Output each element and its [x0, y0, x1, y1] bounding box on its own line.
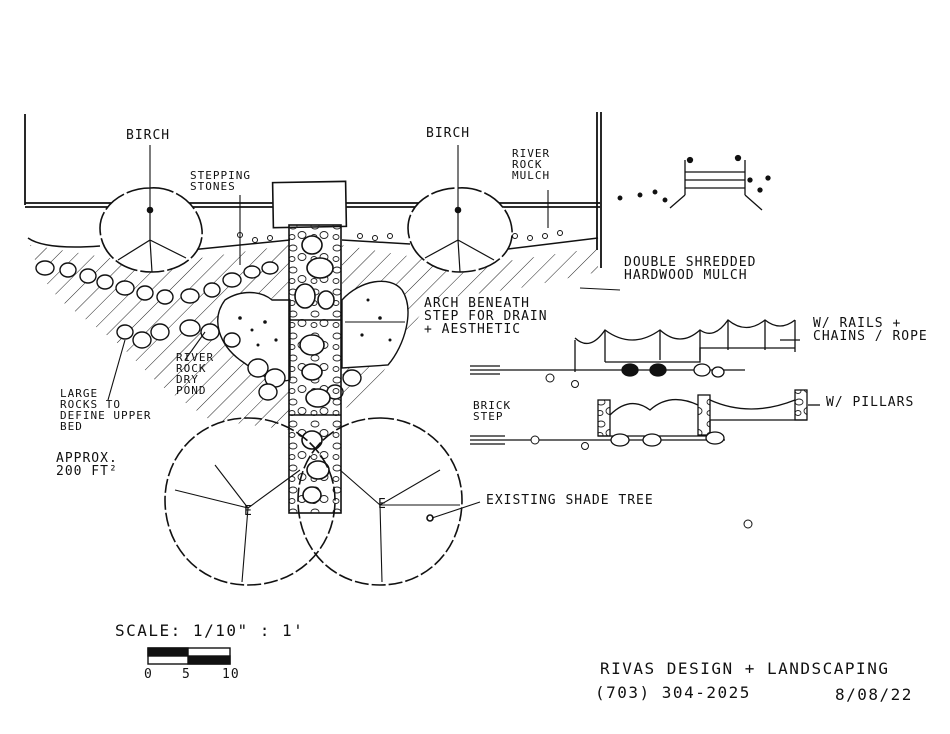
label-line: Chains / Rope — [813, 329, 928, 344]
label-line: Arch Beneath — [424, 296, 530, 311]
label-line: Bed — [60, 420, 83, 433]
label-line: Rocks to — [60, 398, 121, 411]
arch-dry-pond — [341, 280, 409, 369]
scale-bar-graphic — [147, 647, 231, 665]
label-river-rock-dry-pond: River Rock Dry Pond — [176, 352, 214, 396]
label-approx-area: Approx. 200 ft² — [56, 452, 118, 478]
scale-tick-0: 0 — [144, 667, 153, 682]
label-with-pillars: W/ Pillars — [826, 395, 915, 410]
double-shredded-mulch-bed-right — [342, 245, 598, 410]
existing-shade-tree-left — [164, 417, 336, 586]
step-detail-sketch — [617, 154, 771, 211]
birch-tree-right — [407, 187, 513, 273]
label-birch-left: Birch — [126, 128, 171, 143]
title-date: 8/08/22 — [835, 685, 913, 704]
stepping-stone-walkway — [271, 180, 348, 514]
elevation-pillars — [470, 389, 820, 447]
label-large-rocks: Large Rocks to Define Upper Bed — [60, 388, 151, 432]
label-line: Approx. — [56, 451, 118, 466]
label-line: Define Upper — [60, 409, 152, 422]
label-line: Dry — [176, 373, 199, 386]
label-line: + Aesthetic — [424, 322, 522, 337]
label-river-rock-mulch: River Rock Mulch — [512, 148, 550, 181]
label-double-shredded-mulch: Double Shredded Hardwood Mulch — [624, 256, 756, 282]
tree-mark-left: E — [244, 504, 253, 519]
label-line: 200 ft² — [56, 464, 118, 479]
label-arch-beneath: Arch Beneath Step for Drain + Aesthetic — [424, 297, 548, 336]
birch-tree-left — [99, 187, 203, 273]
scale-tick-5: 5 — [182, 667, 191, 682]
scale-text: Scale: 1/10" : 1' — [115, 621, 305, 640]
label-line: River — [176, 351, 215, 364]
label-line: Pond — [176, 384, 207, 397]
label-line: Rock — [512, 158, 543, 171]
scattered-pebbles — [530, 373, 753, 529]
label-with-rails: W/ Rails + Chains / Rope — [813, 317, 928, 343]
label-line: Rock — [176, 362, 207, 375]
label-line: River — [512, 147, 551, 160]
label-line: Mulch — [512, 169, 551, 182]
title-phone: (703) 304-2025 — [595, 683, 751, 702]
elevation-rails-chains — [470, 319, 800, 378]
pond-pebbles — [238, 298, 392, 347]
label-stepping-stones: Stepping Stones — [190, 170, 251, 192]
label-line: Double Shredded — [624, 255, 757, 270]
label-line: W/ Rails + — [813, 316, 902, 331]
label-line: Stepping — [190, 169, 251, 182]
label-birch-right: Birch — [426, 126, 471, 141]
label-existing-shade-tree: Existing Shade Tree — [486, 493, 654, 508]
scale-tick-10: 10 — [222, 667, 240, 682]
label-line: Brick — [473, 399, 512, 412]
label-line: Hardwood Mulch — [624, 268, 748, 283]
tree-mark-right: E — [378, 497, 387, 512]
label-brick-step: Brick Step — [473, 400, 511, 422]
label-line: Large — [60, 387, 99, 400]
label-line: Step for Drain — [424, 309, 548, 324]
title-company: Rivas Design + Landscaping — [600, 659, 890, 678]
existing-shade-tree-right — [297, 417, 463, 586]
label-line: Step — [473, 410, 504, 423]
label-line: Stones — [190, 180, 236, 193]
leader-lines — [107, 145, 621, 519]
large-rocks — [35, 260, 362, 401]
